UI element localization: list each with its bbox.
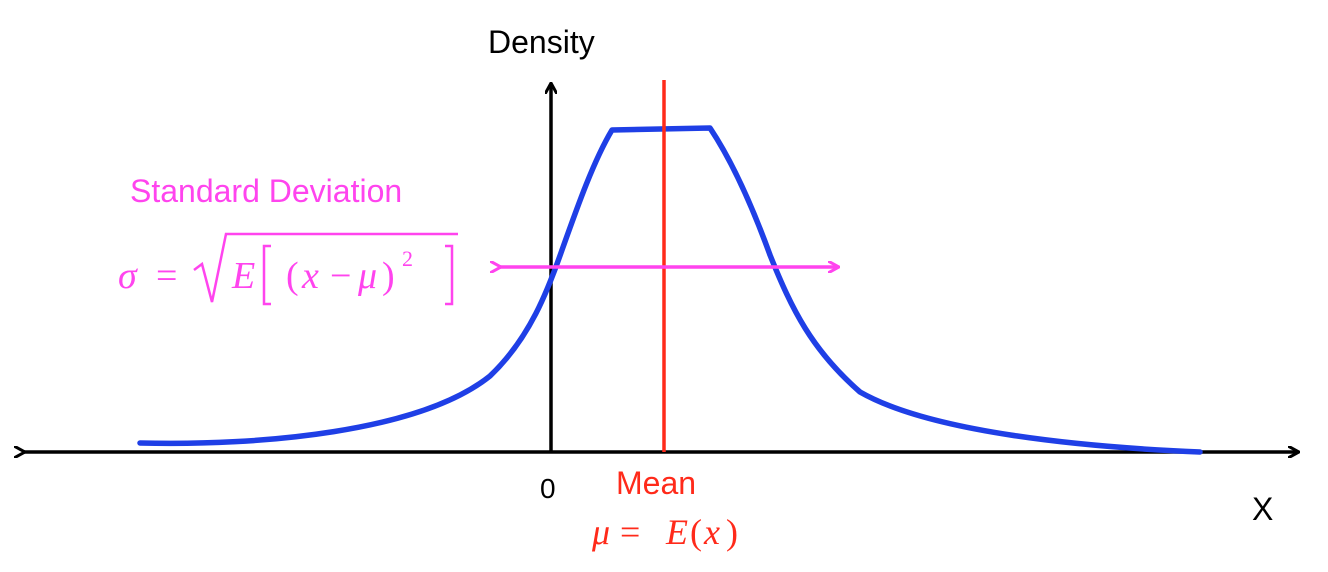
std-exp: 2 xyxy=(402,246,413,271)
right-bracket xyxy=(445,244,454,306)
mean-eq: = xyxy=(620,512,640,552)
x-axis-label: X xyxy=(1252,491,1273,527)
y-axis-label: Density xyxy=(488,24,595,60)
mean-close: ) xyxy=(726,512,738,552)
mean-mu: μ xyxy=(591,512,610,552)
sqrt-sign xyxy=(193,232,458,303)
std-mu: μ xyxy=(357,255,377,297)
std-formula: σ = E ( x − μ ) 2 xyxy=(118,232,458,306)
std-e: E xyxy=(231,255,255,297)
mean-open: ( xyxy=(690,512,702,552)
left-bracket xyxy=(262,244,271,306)
mean-formula: μ = E ( x ) xyxy=(591,512,738,552)
std-eq: = xyxy=(156,255,177,297)
std-close: ) xyxy=(382,255,395,297)
mean-x: x xyxy=(703,512,720,552)
std-label: Standard Deviation xyxy=(130,173,402,209)
origin-label: 0 xyxy=(540,473,556,504)
std-open: ( xyxy=(286,255,299,297)
std-x: x xyxy=(301,255,319,297)
density-curve xyxy=(137,125,1203,455)
mean-label: Mean xyxy=(616,465,696,501)
mean-e: E xyxy=(665,512,688,552)
std-sigma: σ xyxy=(118,255,138,297)
std-minus: − xyxy=(330,255,351,297)
